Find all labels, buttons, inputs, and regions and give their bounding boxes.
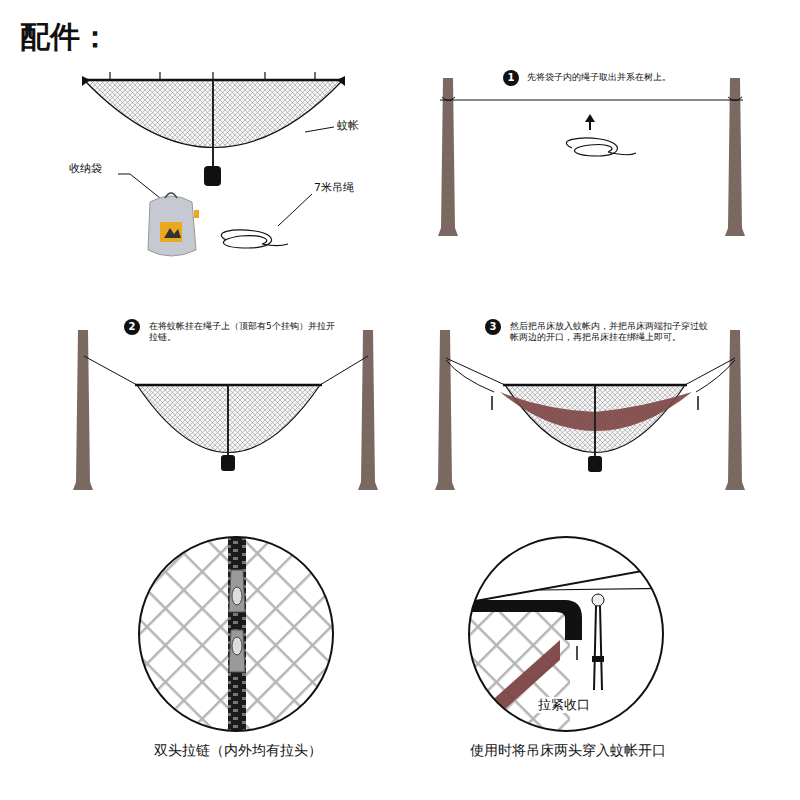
callout-text: 2: [129, 321, 136, 332]
step-text: 在将蚊帐挂在绳子上（顶部有5个挂钩）并拉开拉链。: [148, 321, 340, 344]
detail-caption: 双头拉链（内外均有拉头）: [100, 742, 376, 759]
detail-label: 拉紧收口: [536, 697, 592, 713]
part-label: 蚊帐: [336, 119, 360, 133]
callout-number: 2: [124, 319, 140, 335]
callout-number: 1: [503, 70, 519, 86]
part-label: 7米吊绳: [313, 181, 355, 195]
callout-number: 3: [485, 319, 501, 335]
callout-text: 1: [508, 72, 515, 83]
detail-caption: 使用时将吊床两头穿入蚊帐开口: [430, 742, 706, 759]
step-text: 先将袋子内的绳子取出并系在树上。: [526, 72, 672, 83]
detail-circle: 双头拉链（内外均有拉头）: [138, 536, 334, 732]
callout-text: 3: [490, 321, 497, 332]
step-text: 然后把吊床放入蚊帐内，并把吊床两端扣子穿过蚊帐两边的开口，再把吊床挂在绑绳上即可…: [509, 321, 711, 344]
part-label: 收纳袋: [68, 162, 103, 176]
detail-circle: 拉紧收口使用时将吊床两头穿入蚊帐开口: [468, 536, 664, 732]
page-title: 配件：: [20, 18, 110, 56]
